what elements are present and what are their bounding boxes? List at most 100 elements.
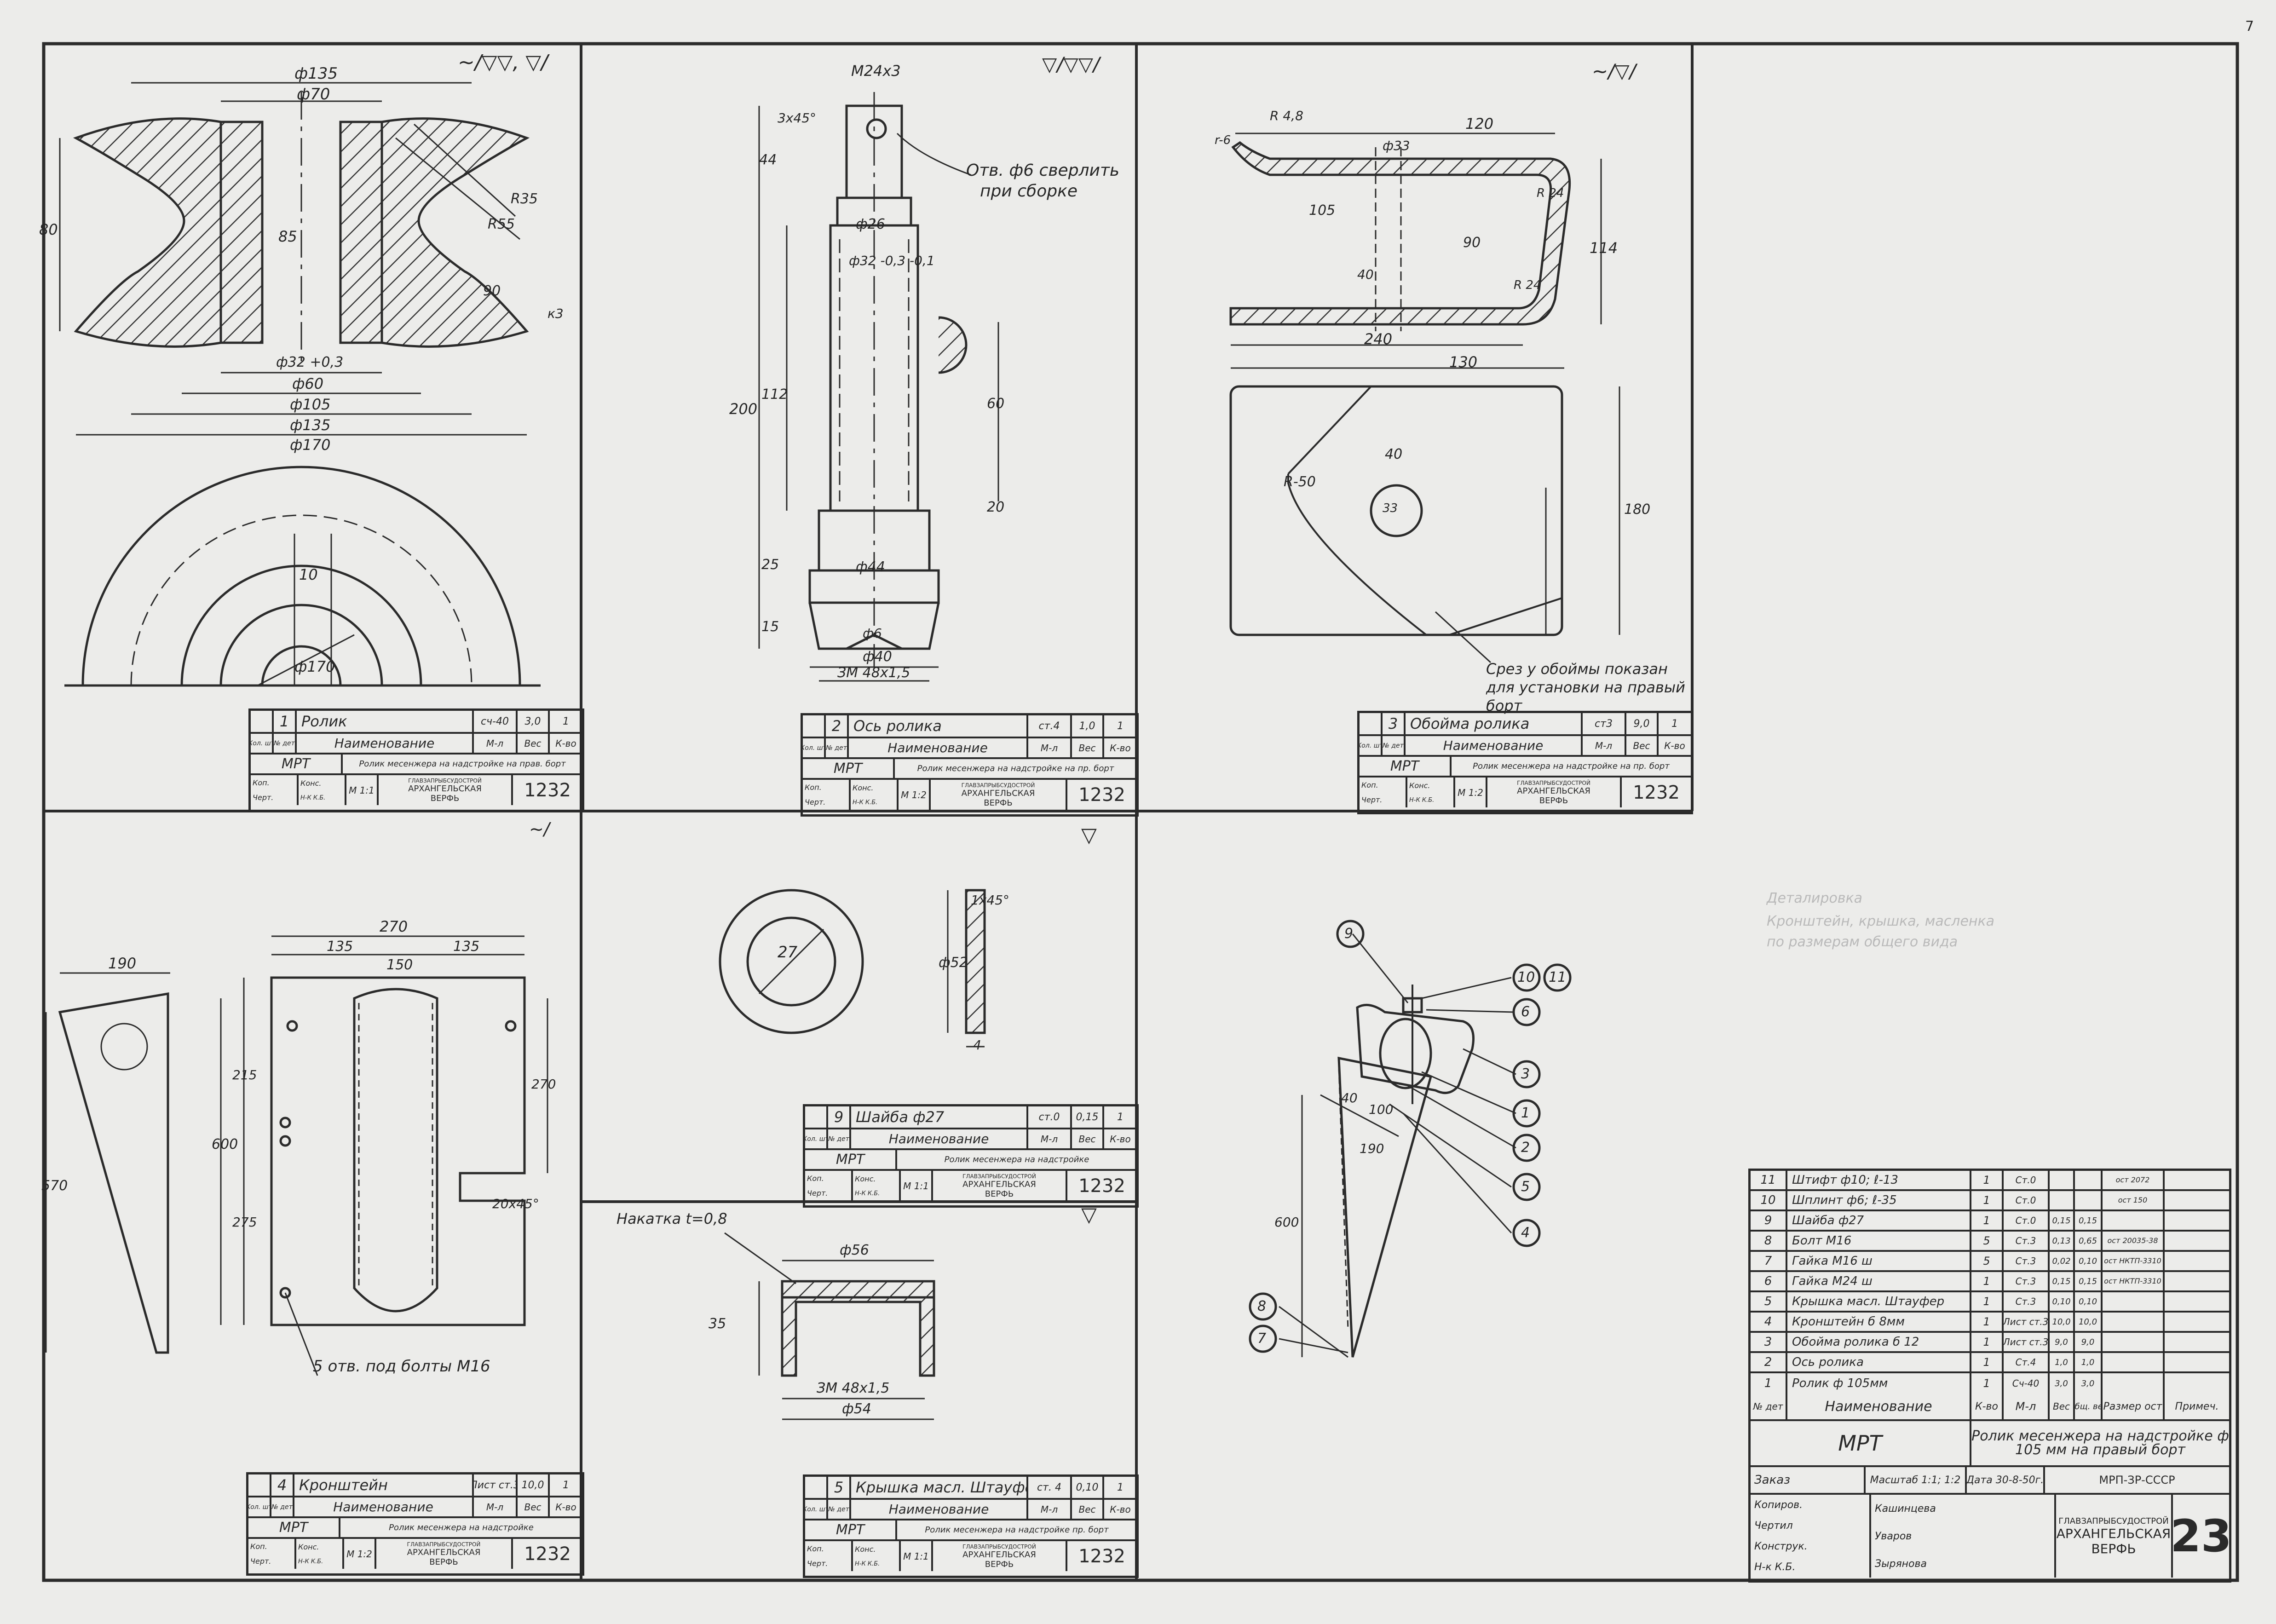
parts-list-sign-area: Копиров. Чертил Конструк. Н-к К.Б. Кашин… bbox=[1751, 1495, 2229, 1578]
label-cher: Черт. bbox=[253, 793, 274, 802]
dim-bracket-135-left: 135 bbox=[327, 939, 353, 955]
org-line-3: ВЕРФЬ bbox=[429, 1557, 458, 1567]
signature-1: Кашинцева bbox=[1875, 1503, 1936, 1515]
detail-title-block-p2: 2 Ось ролика ст.4 1,0 1 Кол. шт № дет На… bbox=[801, 713, 1139, 817]
dim-shackle-120: 120 bbox=[1465, 115, 1494, 132]
pencil-note-3: по размерам общего вида bbox=[1767, 934, 1958, 950]
part-number: 4 bbox=[1751, 1313, 1787, 1331]
dim-axle-6: ф6 bbox=[863, 626, 882, 641]
org-line-1: ГЛАВЗАПРЫБСУДОСТРОЙ bbox=[961, 782, 1035, 789]
part-note bbox=[2165, 1171, 2229, 1189]
label-mrt: МРТ bbox=[805, 1150, 897, 1169]
label-name: Наименование bbox=[851, 1500, 1028, 1519]
dim-roller-135-top: ф135 bbox=[294, 64, 338, 83]
detail-material: ст3 bbox=[1583, 713, 1626, 734]
signature-3: Зырянова bbox=[1875, 1558, 1927, 1570]
dim-assembly-100: 100 bbox=[1369, 1102, 1394, 1117]
label-nk: Н-К К.Б. bbox=[853, 799, 878, 806]
label-kvo: К-во bbox=[1664, 740, 1685, 751]
dim-assembly-600: 600 bbox=[1274, 1215, 1299, 1230]
pencil-note-2: Кронштейн, крышка, масленка bbox=[1767, 913, 1995, 929]
part-note bbox=[2165, 1272, 2229, 1290]
detail-material: ст.0 bbox=[1028, 1106, 1072, 1128]
parts-list-row: 11 Штифт ф10; ℓ-13 1 Ст.0 ост 2072 bbox=[1751, 1171, 2229, 1191]
balloon-5: 5 bbox=[1521, 1179, 1530, 1195]
dim-axle-25: 25 bbox=[761, 557, 779, 573]
detail-drawing-number: 1232 bbox=[1633, 782, 1680, 803]
label-cher: Черт. bbox=[807, 1559, 828, 1568]
balloon-7: 7 bbox=[1257, 1330, 1267, 1347]
label-nk: Н-К К.Б. bbox=[1409, 797, 1435, 804]
part-qty: 1 bbox=[1971, 1272, 2004, 1290]
dim-shackle-r6: r-6 bbox=[1215, 133, 1231, 147]
part-total-weight bbox=[2075, 1171, 2103, 1189]
label-name: Наименование bbox=[849, 738, 1028, 757]
parts-header-std: Размер ост bbox=[2103, 1394, 2165, 1419]
parts-header-mat: М-л bbox=[2004, 1394, 2050, 1419]
label-name: Наименование bbox=[1406, 736, 1583, 755]
part-weight bbox=[2050, 1171, 2075, 1189]
part-standard: ост НКТП-3310 bbox=[2103, 1252, 2165, 1270]
org-line-3: ВЕРФЬ bbox=[984, 798, 1013, 808]
org-line-2: АРХАНГЕЛЬСКАЯ bbox=[408, 783, 482, 794]
part-name: Штифт ф10; ℓ-13 bbox=[1787, 1171, 1971, 1189]
detail-assembly: Ролик месенжера на надстройке bbox=[389, 1522, 534, 1532]
balloon-4: 4 bbox=[1521, 1225, 1530, 1241]
part-name: Кронштейн б 8мм bbox=[1787, 1313, 1971, 1331]
part-total-weight bbox=[2075, 1191, 2103, 1209]
roughness-mark-p1: ~/▽▽, ▽/ bbox=[458, 51, 548, 74]
part-number: 7 bbox=[1751, 1252, 1787, 1270]
label-kons: Конс. bbox=[855, 1174, 876, 1183]
parts-list-row: 7 Гайка М16 ш 5 Ст.3 0,02 0,10 ост НКТП-… bbox=[1751, 1252, 2229, 1272]
parts-signatures: Кашинцева Уваров Зырянова bbox=[1871, 1495, 2056, 1578]
dim-axle-40: ф40 bbox=[863, 649, 892, 665]
part-standard bbox=[2103, 1292, 2165, 1311]
part-total-weight: 9,0 bbox=[2075, 1333, 2103, 1351]
balloon-3: 3 bbox=[1521, 1066, 1530, 1082]
detail-drawing-number: 1232 bbox=[524, 779, 571, 801]
org-line-1: ГЛАВЗАПРЫБСУДОСТРОЙ bbox=[1517, 779, 1590, 786]
org-line-1: ГЛАВЗАПРЫБСУДОСТРОЙ bbox=[962, 1543, 1036, 1550]
part-material: Ст.4 bbox=[2004, 1353, 2050, 1371]
dim-roller-170: ф170 bbox=[290, 436, 331, 454]
detail-drawing-number: 1232 bbox=[1078, 1545, 1125, 1567]
balloon-9: 9 bbox=[1344, 926, 1354, 942]
dim-cap-35: 35 bbox=[709, 1316, 726, 1332]
dim-axle-112: 112 bbox=[761, 386, 788, 403]
part-qty: 1 bbox=[1971, 1353, 2004, 1371]
balloon-8: 8 bbox=[1257, 1298, 1267, 1314]
org-line-3: ВЕРФЬ bbox=[1539, 795, 1568, 806]
org-line-3: ВЕРФЬ bbox=[2091, 1541, 2136, 1556]
detail-title-block-p9: 9 Шайба ф27 ст.0 0,15 1 Кол. шт № дет На… bbox=[803, 1104, 1139, 1208]
detail-name: Кронштейн bbox=[294, 1474, 474, 1496]
dim-axle-26: ф26 bbox=[856, 216, 885, 232]
dim-axle-44: 44 bbox=[759, 152, 777, 168]
label-mrt: МРТ bbox=[805, 1520, 897, 1539]
part-standard bbox=[2103, 1353, 2165, 1371]
part-standard: ост 20035-38 bbox=[2103, 1232, 2165, 1250]
dim-shackle-240: 240 bbox=[1364, 330, 1393, 348]
label-weight: Вес bbox=[518, 734, 550, 753]
part-standard bbox=[2103, 1333, 2165, 1351]
parts-header-num: № дет bbox=[1751, 1394, 1787, 1419]
org-line-1: ГЛАВЗАПРЫБСУДОСТРОЙ bbox=[2058, 1516, 2169, 1526]
dim-shackle-130: 130 bbox=[1449, 353, 1478, 371]
detail-assembly: Ролик месенжера на надстройке пр. борт bbox=[925, 1525, 1109, 1535]
part-number: 5 bbox=[1751, 1292, 1787, 1311]
roughness-mark-p2: ▽/▽▽/ bbox=[1042, 53, 1100, 75]
label-kop: Коп. bbox=[1361, 780, 1378, 789]
dim-assembly-190: 190 bbox=[1360, 1141, 1384, 1156]
part-note bbox=[2165, 1333, 2229, 1351]
detail-title-block-p3: 3 Обойма ролика ст3 9,0 1 Кол. шт № дет … bbox=[1357, 711, 1693, 814]
part-name: Шплинт ф6; ℓ-35 bbox=[1787, 1191, 1971, 1209]
parts-list-row: 3 Обойма ролика б 12 1 Лист ст.3 9,0 9,0 bbox=[1751, 1333, 2229, 1353]
label-nk: Н-К К.Б. bbox=[855, 1190, 880, 1198]
dim-bracket-275: 275 bbox=[232, 1215, 257, 1230]
label-cher: Черт. bbox=[1361, 795, 1383, 805]
dim-roller-60: ф60 bbox=[292, 375, 324, 392]
part-number: 6 bbox=[1751, 1272, 1787, 1290]
role-konstr: Конструк. bbox=[1754, 1541, 1808, 1552]
part-material: Ст.3 bbox=[2004, 1252, 2050, 1270]
part-total-weight: 0,10 bbox=[2075, 1292, 2103, 1311]
part-material: Лист ст.3 bbox=[2004, 1333, 2050, 1351]
